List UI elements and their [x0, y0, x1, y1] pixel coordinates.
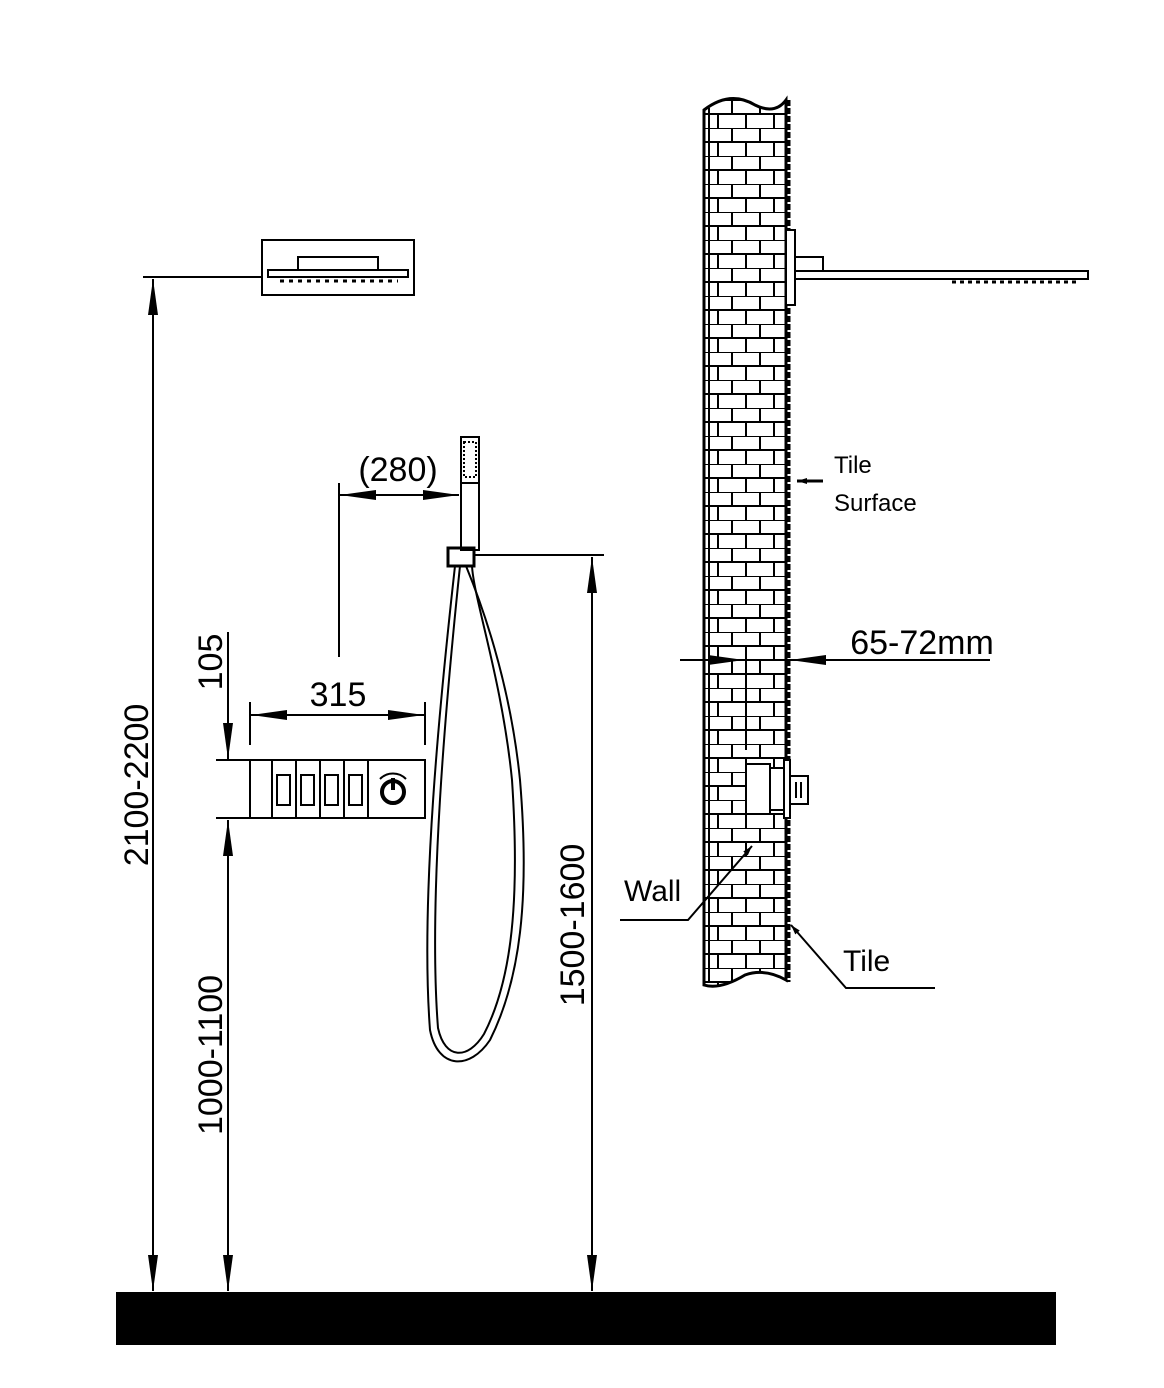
floor — [116, 1292, 1056, 1345]
label-panel-width: 315 — [310, 676, 367, 714]
rain-shower-front — [261, 239, 415, 296]
label-wall: Wall — [624, 875, 681, 908]
label-total-height: 2100-2200 — [118, 704, 156, 867]
label-tile-surface-2: Surface — [834, 490, 917, 517]
label-holder-height: 1500-1600 — [554, 844, 592, 1007]
brick-wall-section — [702, 95, 791, 988]
hand-shower — [426, 436, 525, 1063]
label-panel-offset: 105 — [192, 634, 230, 691]
concealed-valve — [745, 759, 809, 819]
label-wall-depth: 65-72mm — [850, 624, 994, 662]
thermostatic-control-panel — [249, 759, 426, 819]
label-panel-height: 1000-1100 — [192, 975, 230, 1135]
label-holder-offset: (280) — [358, 451, 437, 489]
rain-shower-side — [785, 229, 1089, 306]
label-tile: Tile — [843, 945, 890, 978]
label-tile-surface-1: Tile — [834, 452, 872, 479]
